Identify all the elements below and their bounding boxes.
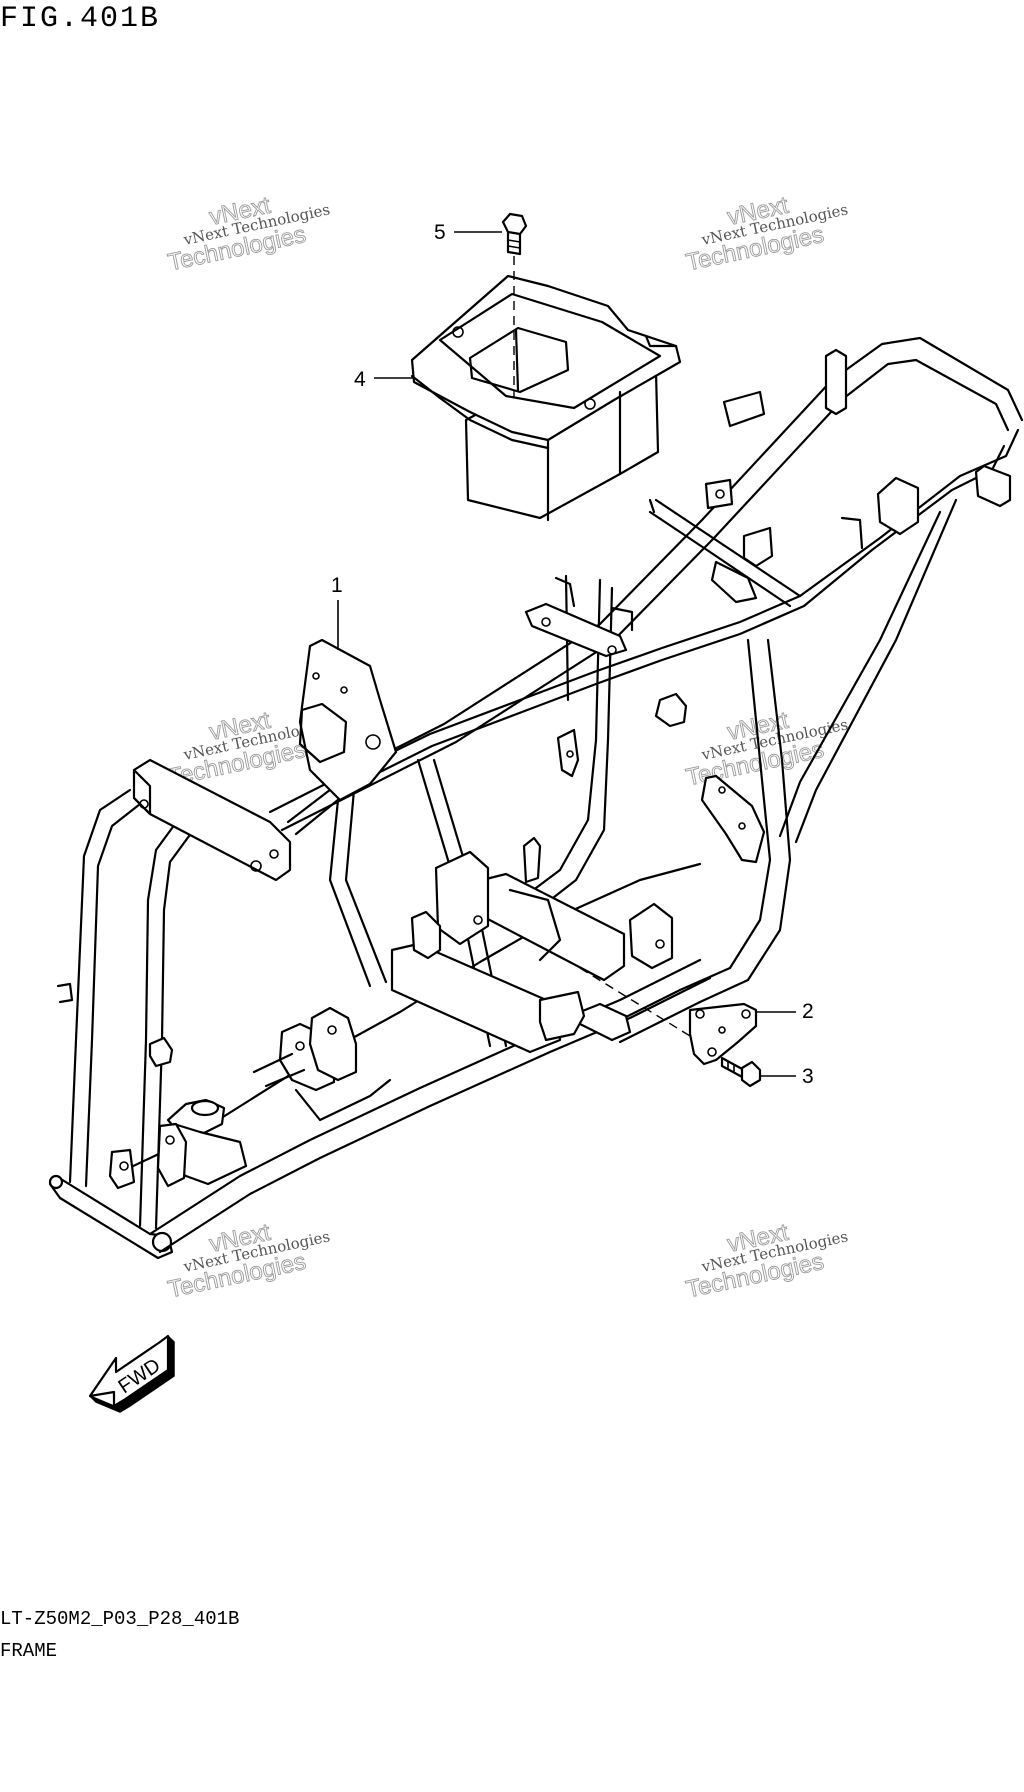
figure-name: FRAME bbox=[0, 1640, 58, 1662]
part-5-bolt bbox=[501, 212, 528, 398]
callout-1: 1 bbox=[331, 574, 343, 650]
fwd-arrow: FWD bbox=[88, 1334, 175, 1413]
callout-3: 3 bbox=[760, 1065, 814, 1088]
figure-title: FIG.401B bbox=[0, 2, 161, 36]
callout-2: 2 bbox=[756, 1000, 814, 1023]
watermark-6: vNext vNext Technologies Technologies bbox=[683, 1218, 849, 1304]
part-4-battery-box bbox=[410, 274, 682, 522]
part-2-plate bbox=[579, 967, 758, 1066]
callout-4: 4 bbox=[354, 368, 414, 391]
svg-text:3: 3 bbox=[802, 1065, 814, 1088]
callout-5: 5 bbox=[434, 221, 502, 244]
watermark-1: vNext vNext Technologies Technologies bbox=[165, 191, 331, 277]
watermark-5: vNext vNext Technologies Technologies bbox=[165, 1218, 331, 1304]
svg-text:2: 2 bbox=[802, 1000, 814, 1023]
watermark-2: vNext vNext Technologies Technologies bbox=[683, 191, 849, 277]
part-1-frame bbox=[48, 336, 1024, 1260]
svg-text:1: 1 bbox=[331, 574, 343, 597]
watermark-4: vNext vNext Technologies Technologies bbox=[683, 706, 849, 792]
part-3-bolt bbox=[720, 1056, 762, 1088]
svg-text:5: 5 bbox=[434, 221, 446, 244]
svg-text:4: 4 bbox=[354, 368, 366, 391]
figure-code: LT-Z50M2_P03_P28_401B bbox=[0, 1608, 240, 1630]
